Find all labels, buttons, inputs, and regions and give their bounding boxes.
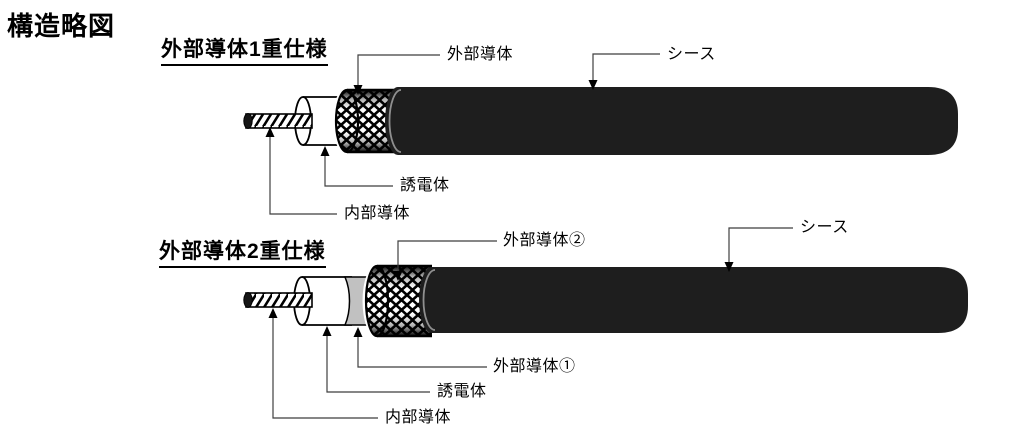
label-sheath-bottom: シース — [800, 219, 849, 236]
label-outer-conductor2-bottom: 外部導体② — [503, 232, 586, 249]
label-sheath-top: シース — [667, 46, 716, 63]
label-inner-conductor-bottom: 内部導体 — [385, 409, 452, 426]
label-outer-conductor1-bottom: 外部導体① — [493, 358, 576, 375]
leader-dielectric-bottom — [322, 326, 430, 393]
leader-outer-conductor-top — [353, 54, 440, 95]
subtitle-single-shield: 外部導体1重仕様 — [161, 33, 328, 66]
page-title: 構造略図 — [7, 11, 116, 41]
label-outer-conductor-top: 外部導体 — [447, 46, 514, 63]
leader-dielectric-top — [320, 146, 393, 187]
label-inner-conductor-top: 内部導体 — [344, 205, 411, 222]
inner-conductor-wire-bottom — [243, 292, 313, 308]
label-dielectric-top: 誘電体 — [400, 177, 450, 194]
leader-inner-conductor-bottom — [268, 308, 378, 419]
cable-single-shield — [243, 87, 958, 155]
leader-sheath-top — [588, 53, 660, 90]
subtitle-double-shield: 外部導体2重仕様 — [159, 235, 326, 268]
sheath-top — [385, 87, 958, 155]
sheath-bottom — [419, 267, 968, 333]
leader-inner-conductor-top — [265, 127, 337, 215]
leader-sheath-bottom — [724, 227, 793, 272]
label-dielectric-bottom: 誘電体 — [437, 383, 487, 400]
leader-outer-conductor2-bottom — [393, 240, 497, 281]
inner-conductor-wire-top — [243, 113, 313, 129]
cable-double-shield — [243, 264, 968, 338]
leader-outer-conductor1-bottom — [353, 327, 487, 368]
